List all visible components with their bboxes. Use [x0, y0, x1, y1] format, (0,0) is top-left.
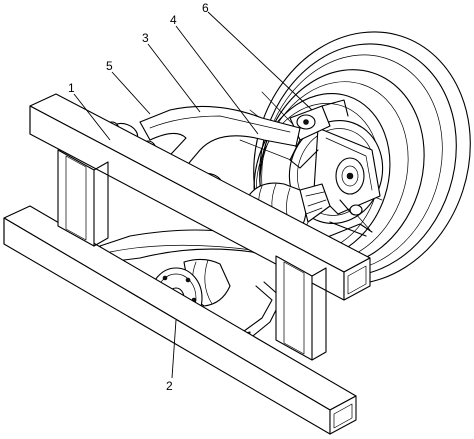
leader-3: [147, 43, 201, 113]
leader-4: [175, 25, 259, 135]
leader-6: [207, 11, 313, 111]
reference-numerals: 1 2 3 4 5 6: [68, 1, 209, 393]
ref-label-4: 4: [170, 13, 177, 27]
strut-top: [289, 99, 349, 169]
leader-2: [171, 319, 177, 379]
ref-label-3: 3: [142, 31, 149, 45]
ref-label-6: 6: [202, 1, 209, 15]
leader-1: [73, 93, 111, 141]
leader-lines: [73, 11, 313, 379]
ref-label-2: 2: [166, 379, 173, 393]
leader-5: [111, 71, 151, 115]
brake-hub: [288, 119, 384, 225]
ref-label-1: 1: [68, 81, 75, 95]
ref-label-5: 5: [106, 59, 113, 73]
frame: [3, 93, 371, 435]
